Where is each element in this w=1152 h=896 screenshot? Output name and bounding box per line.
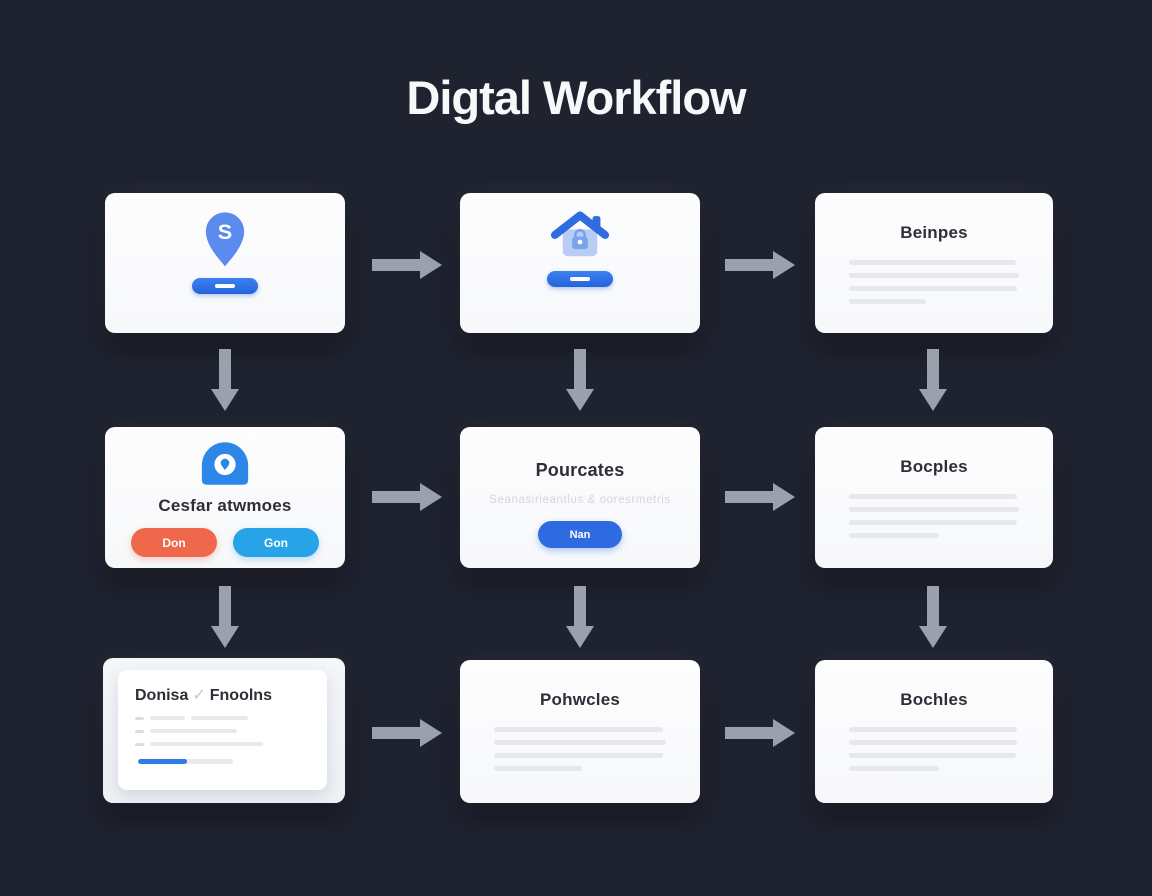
pin-letter: S	[218, 219, 232, 244]
location-pill-button[interactable]	[192, 278, 258, 294]
arrow-right-icon	[725, 251, 795, 279]
placeholder-lines	[460, 727, 700, 771]
arrow-right-icon	[725, 483, 795, 511]
progress-fill	[138, 759, 188, 764]
card-bocples: Bocples	[815, 427, 1053, 568]
house-lock-icon	[547, 205, 613, 265]
card-title: Pohwcles	[539, 690, 621, 709]
card-bochles: Bochles	[815, 660, 1053, 803]
placeholder-lines	[815, 494, 1053, 538]
card-home	[460, 193, 700, 333]
card-pourcates: Pourcates Seanasirieantlus & ooresrmetri…	[460, 427, 700, 568]
arrow-right-icon	[372, 719, 442, 747]
webcam-icon	[198, 440, 252, 487]
arrow-right-icon	[725, 719, 795, 747]
card-title: Pourcates	[535, 460, 625, 480]
button-row: Don Gon	[131, 528, 319, 557]
checklist-panel: Donisa✓Fnoolns	[118, 670, 327, 790]
arrow-down-icon	[211, 586, 239, 648]
card-location: S	[105, 193, 345, 333]
arrow-right-icon	[372, 251, 442, 279]
location-pin-icon: S	[200, 209, 250, 269]
arrow-right-icon	[372, 483, 442, 511]
arrow-down-icon	[566, 586, 594, 648]
placeholder-lines	[815, 260, 1053, 304]
don-button[interactable]: Don	[131, 528, 217, 557]
page-title: Digtal Workflow	[406, 71, 746, 124]
dash-icon	[570, 277, 590, 281]
card-pohwcles: Pohwcles	[460, 660, 700, 803]
card-donisa: Donisa✓Fnoolns	[103, 658, 345, 803]
card-title: Bocples	[900, 457, 968, 476]
checklist-rows	[135, 716, 327, 746]
arrow-down-icon	[919, 349, 947, 411]
arrow-down-icon	[211, 349, 239, 411]
checklist-title: Donisa✓Fnoolns	[135, 685, 327, 705]
card-title: Cesfar atwmoes	[158, 496, 292, 515]
check-icon: ✓	[192, 687, 206, 704]
card-title: Bochles	[900, 690, 968, 709]
arrow-down-icon	[566, 349, 594, 411]
card-cesfar: Cesfar atwmoes Don Gon	[105, 427, 345, 568]
card-title: Beinpes	[900, 223, 968, 242]
placeholder-lines	[815, 727, 1053, 771]
nan-button[interactable]: Nan	[538, 521, 622, 548]
card-beinpes: Beinpes	[815, 193, 1053, 333]
arrow-down-icon	[919, 586, 947, 648]
gon-button[interactable]: Gon	[233, 528, 319, 557]
card-subtitle: Seanasirieantlus & ooresrmetris	[489, 494, 671, 506]
checklist-title-left: Donisa	[135, 687, 189, 704]
progress-bar	[138, 759, 233, 764]
home-pill-button[interactable]	[547, 271, 613, 287]
checklist-title-right: Fnoolns	[209, 687, 272, 704]
dash-icon	[215, 284, 235, 288]
